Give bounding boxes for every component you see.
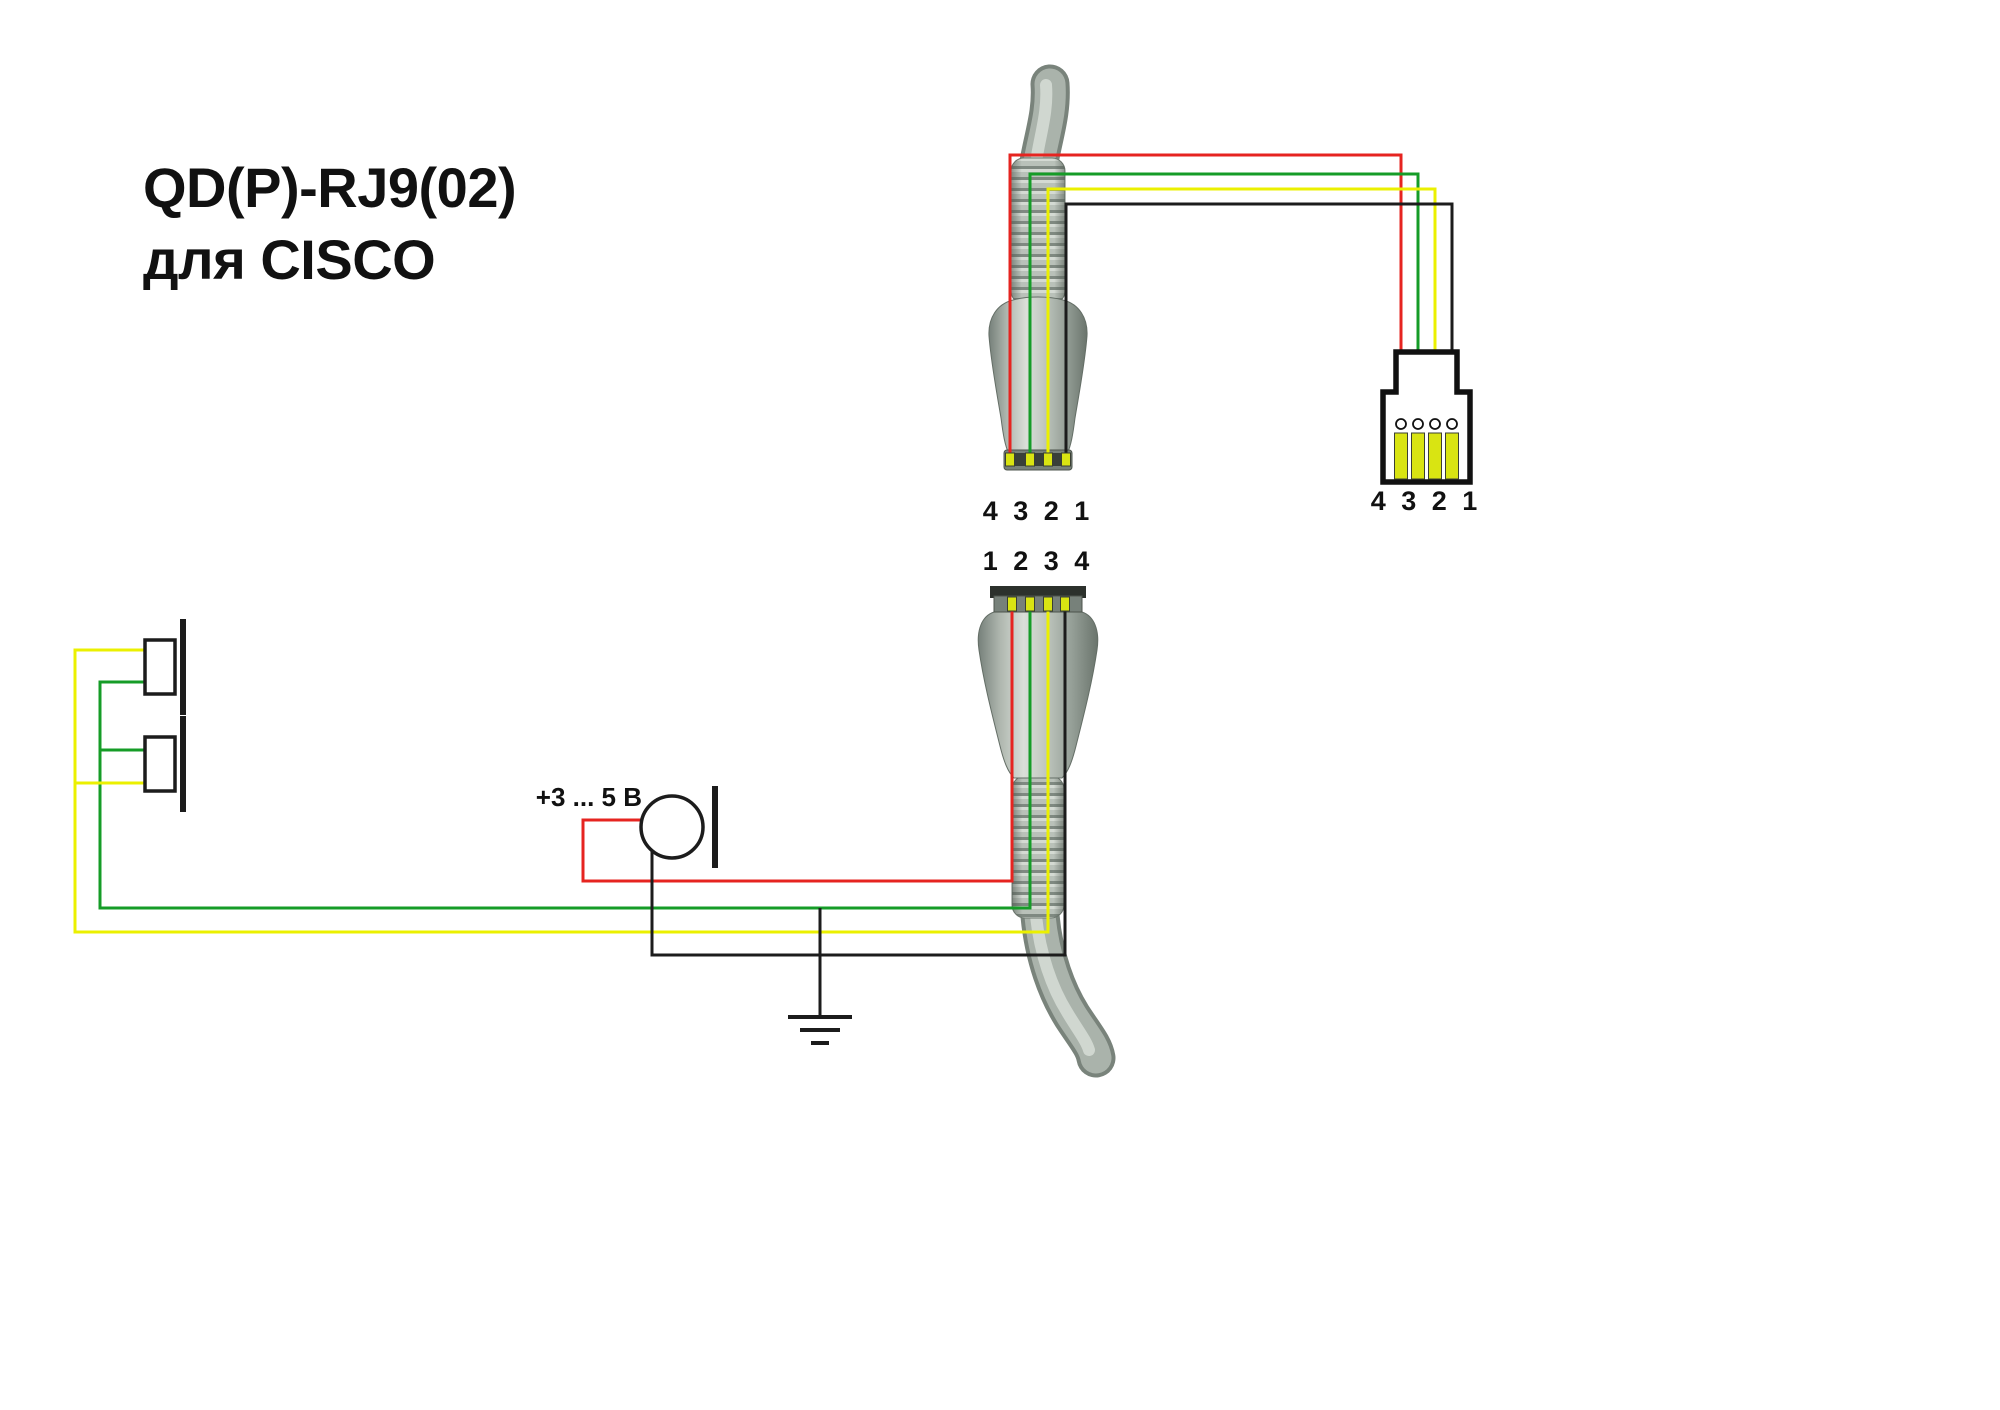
rj9-pin-hole xyxy=(1412,418,1424,430)
qd-bottom-contact xyxy=(1025,596,1035,612)
rj9-pin xyxy=(1428,432,1442,480)
qd-top-contact xyxy=(1005,452,1015,467)
wire-yellow-bottom xyxy=(73,600,1050,934)
body-bottom xyxy=(977,611,1099,779)
mic-voltage-label: +3 ... 5 В xyxy=(536,782,642,812)
ground-symbol xyxy=(788,1015,852,1045)
cable-top-highlight xyxy=(1031,79,1053,162)
qd-top-contact xyxy=(1043,452,1053,467)
wire-red-bottom xyxy=(581,600,1014,883)
qd-bottom-contact xyxy=(1043,596,1053,612)
speaker-body xyxy=(143,638,177,696)
contact-face-bottom-bar xyxy=(990,586,1086,598)
strain-relief-bottom-shade xyxy=(1012,776,1064,918)
cable-bottom-highlight xyxy=(1030,910,1095,1056)
qd-connector-bottom xyxy=(977,586,1116,1078)
rj9-pin-label: 4 3 2 1 xyxy=(1371,486,1482,516)
speaker-diaphragm xyxy=(180,716,186,812)
rj9-connector xyxy=(1380,349,1473,485)
rj9-pin xyxy=(1394,432,1408,480)
title-line-1: QD(P)-RJ9(02) xyxy=(143,156,516,219)
strain-relief-top-shade xyxy=(1011,158,1065,304)
qd-bottom-contact xyxy=(1060,596,1070,612)
rj9-pin-hole xyxy=(1395,418,1407,430)
qd-bottom-contact xyxy=(1007,596,1017,612)
qd-top-contact xyxy=(1025,452,1035,467)
rj9-pin xyxy=(1445,432,1459,480)
wire-green-top xyxy=(1028,172,1420,458)
qd-connector-top xyxy=(988,64,1088,471)
title-line-2: для CISCO xyxy=(143,228,435,291)
contact-face-top-slot xyxy=(1008,453,1068,466)
speaker-diaphragm xyxy=(180,619,186,715)
wire-red-top xyxy=(1008,153,1403,458)
qd-bottom-pin-label: 1 2 3 4 xyxy=(983,546,1094,576)
rj9-pin-hole xyxy=(1429,418,1441,430)
wires-qd-to-rj9 xyxy=(1008,153,1454,458)
speaker-bottom xyxy=(143,716,186,812)
rj9-pin xyxy=(1411,432,1425,480)
qd-top-contact xyxy=(1061,452,1071,467)
mic-plate xyxy=(712,786,718,868)
wires-qd-to-headset xyxy=(73,600,1067,1045)
wire-green-bottom xyxy=(98,600,1032,910)
wire-yellow-top xyxy=(1046,187,1437,458)
rj9-pin-hole xyxy=(1446,418,1458,430)
qd-contacts xyxy=(1005,452,1071,612)
microphone xyxy=(639,786,718,868)
speaker-top xyxy=(143,619,186,715)
body-top xyxy=(988,296,1088,455)
wire-black-bottom xyxy=(650,600,1067,957)
mic-capsule xyxy=(639,794,705,860)
wire-black-top xyxy=(1064,202,1454,458)
speaker-body xyxy=(143,735,177,793)
qd-top-pin-label: 4 3 2 1 xyxy=(983,496,1094,526)
